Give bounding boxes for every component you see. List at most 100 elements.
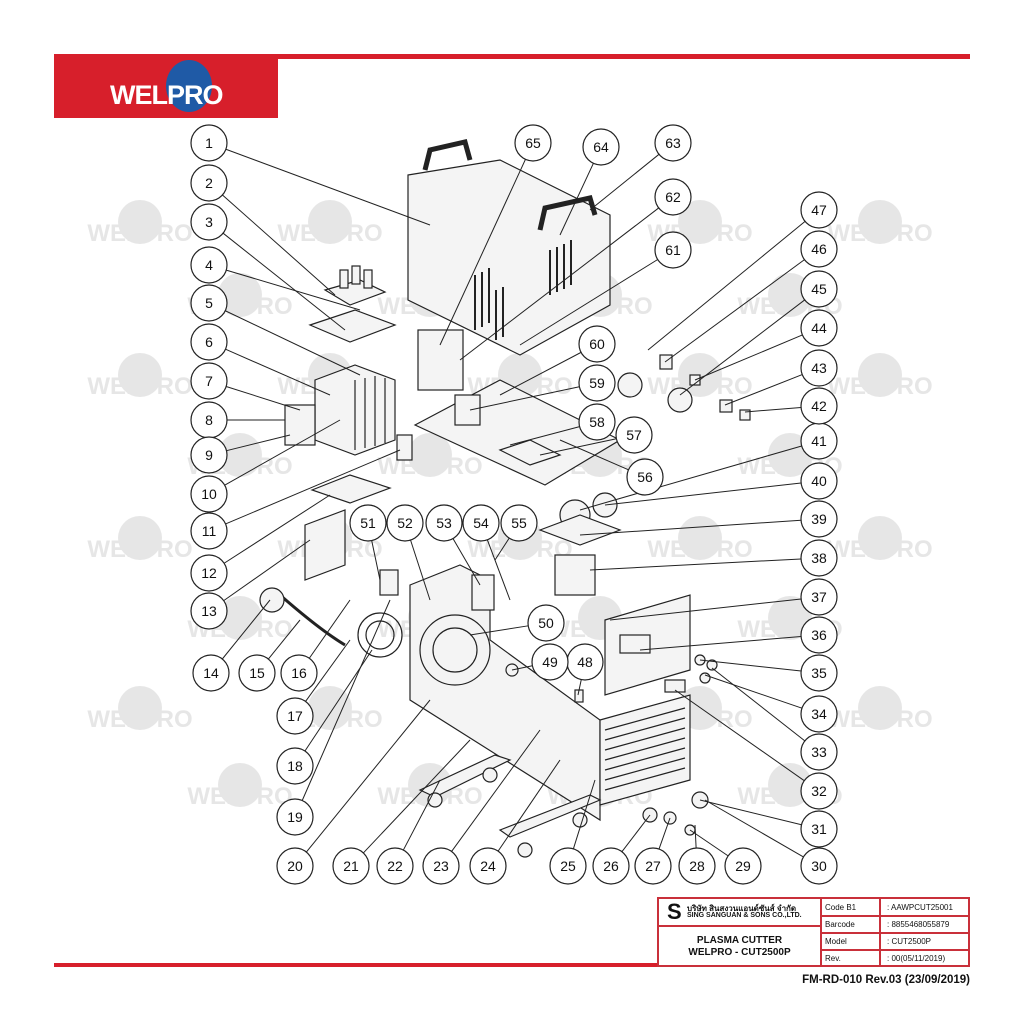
callout-56: 56 (559, 439, 664, 496)
row-rev: Rev.: 00(05/11/2019) (822, 950, 968, 966)
callout-circle (190, 512, 228, 550)
callout-circle (386, 504, 424, 542)
svg-text:WELPRO: WELPRO (87, 373, 192, 400)
callout-circle (800, 230, 838, 268)
row-value: : CUT2500P (887, 937, 932, 946)
callout-circle (800, 462, 838, 500)
leader-line (559, 439, 629, 471)
callout-62: 62 (459, 178, 692, 361)
watermark: WELPRO (827, 353, 933, 400)
callout-circle (190, 124, 228, 162)
callout-circle (190, 246, 228, 284)
callout-circle (800, 695, 838, 733)
callout-number: 44 (811, 320, 827, 336)
callout-number: 53 (436, 515, 452, 531)
leader-line (267, 619, 301, 660)
callout-number: 60 (589, 336, 605, 352)
callout-40: 40 (604, 462, 838, 506)
callout-number: 26 (603, 858, 619, 874)
svg-text:WELPRO: WELPRO (187, 783, 292, 810)
callout-circle (654, 231, 692, 269)
svg-text:WELPRO: WELPRO (827, 220, 932, 247)
callout-54: 54 (462, 504, 511, 601)
callout-19: 19 (276, 599, 391, 836)
callout-8: 8 (190, 401, 285, 439)
callout-circle (654, 178, 692, 216)
leader-line (699, 799, 802, 826)
callout-circle (190, 203, 228, 241)
callout-46: 46 (664, 230, 838, 363)
callout-number: 23 (433, 858, 449, 874)
callout-32: 32 (674, 689, 838, 810)
watermark: WELPRO (277, 200, 383, 247)
leader-line (221, 599, 271, 660)
callout-42: 42 (744, 387, 838, 425)
leader-line (704, 799, 804, 858)
callout-number: 64 (593, 139, 609, 155)
callout-27: 27 (634, 817, 672, 885)
leader-line (744, 406, 802, 413)
leader-line (539, 438, 617, 456)
leader-line (509, 426, 580, 446)
callout-29: 29 (689, 829, 762, 885)
leader-line (609, 598, 802, 621)
leader-line (402, 779, 441, 851)
welpro-logo: WELPRO (54, 54, 278, 118)
callout-number: 41 (811, 433, 827, 449)
callout-number: 8 (205, 412, 213, 428)
callout-circle (800, 733, 838, 771)
callout-circle (190, 284, 228, 322)
watermark: WELPRO (647, 200, 753, 247)
callout-4: 4 (190, 246, 361, 311)
title-block: S บริษัท สินสงวนแอนด์ซันส์ จำกัด SING SA… (657, 897, 970, 967)
row-barcode: Barcode: 8855468055879 (822, 916, 968, 934)
leader-line (694, 334, 803, 381)
callout-circle (276, 747, 314, 785)
callout-circle (190, 323, 228, 361)
leader-line (724, 374, 803, 406)
callout-number: 30 (811, 858, 827, 874)
product-model: WELPRO - CUT2500P (688, 947, 791, 958)
callout-number: 12 (201, 565, 217, 581)
callout-circle (190, 164, 228, 202)
callout-number: 33 (811, 744, 827, 760)
callout-6: 6 (190, 323, 331, 396)
callout-1: 1 (190, 124, 431, 226)
callout-circle (592, 847, 630, 885)
form-code: FM-RD-010 Rev.03 (23/09/2019) (802, 974, 970, 986)
watermark: WELPRO (87, 686, 193, 733)
callout-number: 55 (511, 515, 527, 531)
leader-line (469, 625, 529, 636)
callout-50: 50 (469, 604, 565, 642)
callout-number: 54 (473, 515, 489, 531)
leader-line (451, 729, 541, 852)
callout-circle (800, 810, 838, 848)
svg-text:WELPRO: WELPRO (87, 220, 192, 247)
callout-number: 21 (343, 858, 359, 874)
callout-number: 40 (811, 473, 827, 489)
callout-41: 41 (579, 422, 838, 511)
leader-line (604, 482, 802, 506)
callout-number: 61 (665, 242, 681, 258)
callout-circle (800, 616, 838, 654)
company-name-en: SING SANGUAN & SONS CO.,LTD. (687, 912, 802, 919)
callout-number: 63 (665, 135, 681, 151)
callout-circle (800, 270, 838, 308)
watermark: WELPRO (827, 200, 933, 247)
leader-line (699, 659, 802, 672)
leader-line (679, 299, 805, 396)
leader-line (689, 829, 729, 857)
svg-text:WELPRO: WELPRO (87, 536, 192, 563)
callout-circle (800, 847, 838, 885)
leader-line (589, 153, 660, 211)
callout-52: 52 (386, 504, 431, 601)
leader-line (469, 386, 580, 411)
leader-line (711, 667, 806, 742)
leader-line (664, 259, 805, 363)
callout-number: 25 (560, 858, 576, 874)
svg-text:WELPRO: WELPRO (87, 706, 192, 733)
callout-21: 21 (332, 739, 471, 885)
leader-line (704, 674, 803, 709)
callout-circle (578, 403, 616, 441)
leader-line (226, 269, 361, 311)
